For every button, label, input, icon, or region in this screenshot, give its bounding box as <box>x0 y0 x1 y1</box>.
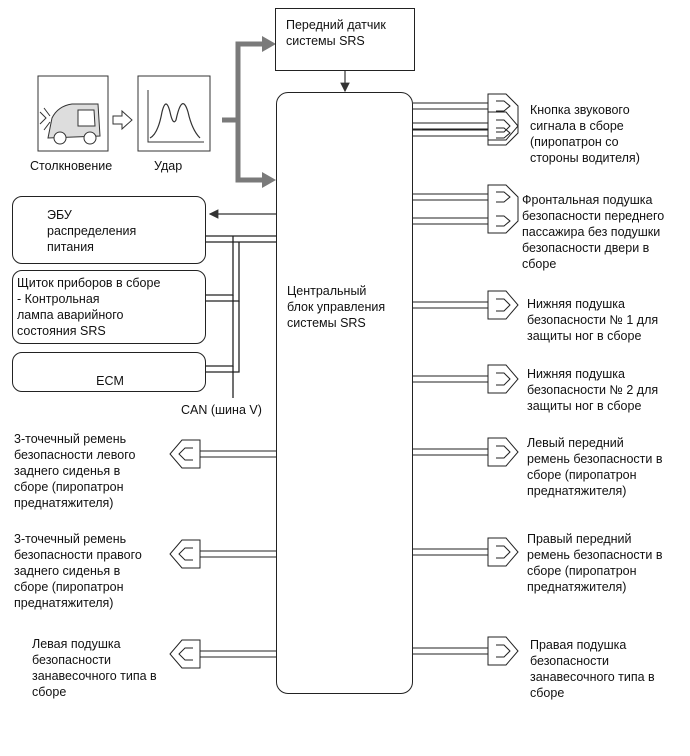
right-connector-wire <box>413 548 488 556</box>
right-connector-housing <box>487 537 519 567</box>
right-connector-housing <box>487 290 519 320</box>
meter-box: Щиток приборов в сборе - Контрольная лам… <box>12 270 206 344</box>
right-connector-housing <box>487 364 519 394</box>
right-connector-wire <box>413 217 488 225</box>
ecu-power-box: ЭБУ распределения питания <box>12 196 206 264</box>
front-sensor-label: Передний датчик системы SRS <box>286 18 386 48</box>
arrow-to-front-sensor <box>262 36 276 52</box>
right-item-knee-airbag-1: Нижняя подушка безопасности № 1 для защи… <box>527 297 659 343</box>
right-connectors <box>413 93 519 666</box>
right-connector-pin <box>496 100 511 112</box>
right-connector-housing <box>487 111 519 141</box>
impact-pictogram <box>137 75 211 152</box>
right-connector-housing <box>487 184 519 234</box>
collision-to-impact-arrow <box>112 109 133 131</box>
left-connector-pin <box>178 447 193 461</box>
left-item-rear-right-belt: 3-точечный ремень безопасности правого з… <box>14 532 142 610</box>
left-connectors <box>169 439 276 669</box>
ecm-label: ECM <box>96 374 124 388</box>
collision-label: Столкновение <box>30 159 113 173</box>
right-connector-wire <box>413 375 488 383</box>
right-connector-wire <box>413 647 488 655</box>
left-connector-housing <box>169 639 201 669</box>
right-connector-pin <box>496 191 511 203</box>
impact-label: Удар <box>154 159 183 173</box>
left-connector-wire <box>200 450 276 458</box>
right-item-knee-airbag-2: Нижняя подушка безопасности № 2 для защи… <box>527 367 659 413</box>
left-connector-pin <box>178 547 193 561</box>
right-connector-housing <box>487 636 519 666</box>
impact-signal-arrows <box>222 41 262 183</box>
right-item-right-front-belt: Правый передний ремень безопасности в сб… <box>527 532 663 594</box>
collision-pictogram <box>37 75 109 152</box>
can-bus-lines <box>206 235 276 398</box>
left-item-rear-left-belt: 3-точечный ремень безопасности левого за… <box>14 432 136 510</box>
right-item-left-front-belt: Левый передний ремень безопасности в сбо… <box>527 436 663 498</box>
front-sensor-box: Передний датчик системы SRS <box>275 8 415 71</box>
right-connector-wire <box>413 122 488 130</box>
right-connector-pin <box>496 127 511 139</box>
right-connector-wire <box>413 193 488 201</box>
ecm-box: ECM <box>12 352 206 392</box>
arrow-to-center-unit <box>262 172 276 188</box>
right-connector-wire <box>413 129 488 137</box>
right-connector-pin <box>496 372 511 386</box>
left-connector-wire <box>200 650 276 658</box>
right-connector-pin <box>496 215 511 227</box>
left-connector-pin <box>178 647 193 661</box>
left-item-left-curtain-airbag: Левая подушка безопасности занавесочного… <box>32 637 157 699</box>
right-item-right-curtain-airbag: Правая подушка безопасности занавесочног… <box>530 638 655 700</box>
right-connector-pin <box>496 298 511 312</box>
right-connector-pin <box>496 545 511 559</box>
right-connector-housing <box>487 437 519 467</box>
left-connector-housing <box>169 539 201 569</box>
left-connector-housing <box>169 439 201 469</box>
right-connector-pin <box>496 644 511 658</box>
right-connector-pin <box>496 445 511 459</box>
ecu-power-label: ЭБУ распределения питания <box>47 208 137 254</box>
left-connector-wire <box>200 550 276 558</box>
right-item-horn-button: Кнопка звукового сигнала в сборе (пиропа… <box>530 103 640 165</box>
right-connector-wire <box>413 301 488 309</box>
right-item-passenger-airbag: Фронтальная подушка безопасности передне… <box>522 193 665 271</box>
center-unit-label: Центральный блок управления системы SRS <box>287 284 386 330</box>
right-connector-pin <box>496 119 511 133</box>
center-unit-box: Центральный блок управления системы SRS <box>276 92 413 694</box>
meter-label: Щиток приборов в сборе - Контрольная лам… <box>17 276 161 338</box>
right-connector-wire <box>413 102 488 110</box>
right-connector-housing <box>487 93 519 146</box>
right-connector-wire <box>413 448 488 456</box>
can-bus-label: CAN (шина V) <box>181 403 262 417</box>
